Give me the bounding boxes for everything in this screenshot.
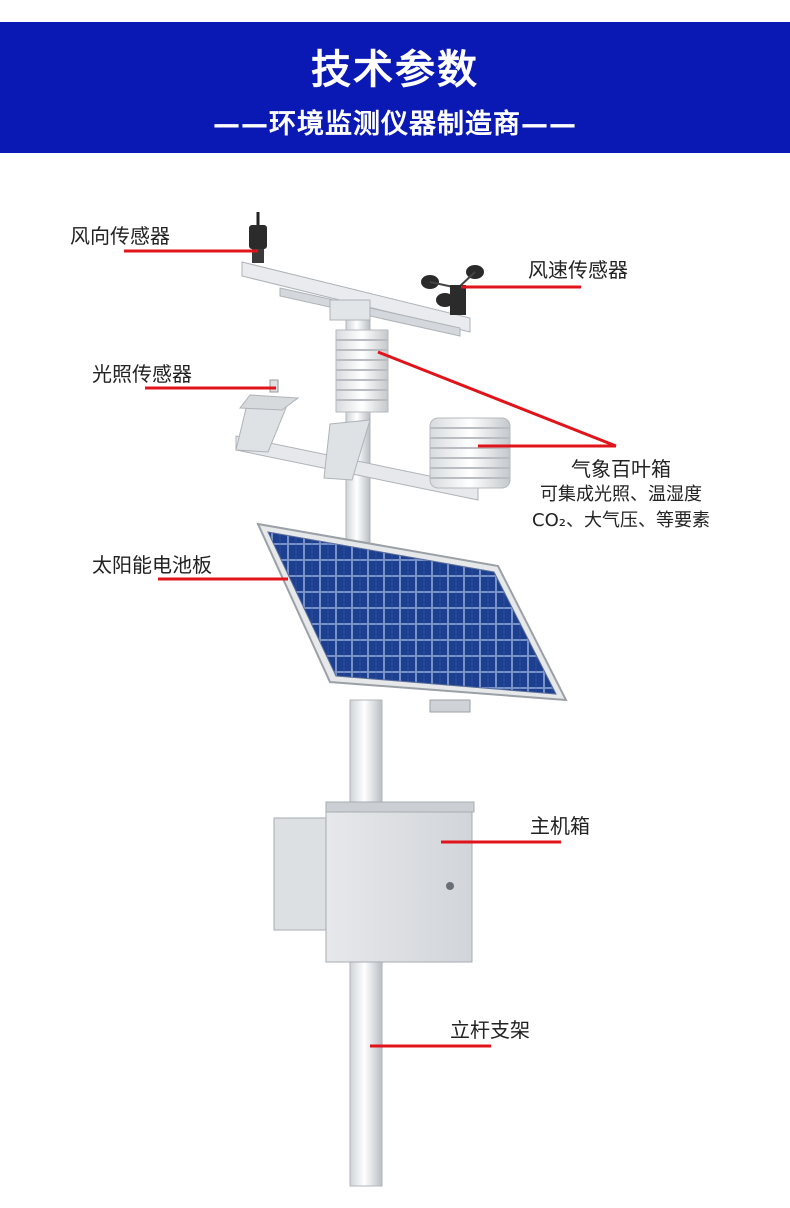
header-banner: 技术参数 ——环境监测仪器制造商—— [0,22,790,153]
wind-direction-sensor [249,212,267,263]
louver-box [429,417,511,489]
page-subtitle: ——环境监测仪器制造商—— [213,109,577,140]
top-crossarm [241,261,471,337]
page-title: 技术参数 [311,47,479,93]
solar-panel [256,522,568,713]
light-sensor [239,379,300,411]
label-wind-direction: 风向传感器 [70,224,170,248]
wind-speed-sensor [421,265,484,315]
label-louver-box-line3: CO₂、大气压、等要素 [532,510,710,531]
label-main-box: 主机箱 [530,814,590,838]
label-light-sensor: 光照传感器 [92,362,192,386]
label-louver-box-title: 气象百叶箱 [571,457,671,481]
label-pole: 立杆支架 [450,1018,530,1042]
lower-crossarm [235,397,479,501]
label-louver-box-line2: 可集成光照、温湿度 [540,484,702,505]
main-box [273,801,475,963]
pointer-lines [124,249,617,1048]
label-wind-speed: 风速传感器 [528,258,628,282]
pole-louver [335,329,389,413]
label-solar-panel: 太阳能电池板 [92,553,212,577]
label-louver-box: 气象百叶箱 可集成光照、温湿度 CO₂、大气压、等要素 [516,456,726,534]
